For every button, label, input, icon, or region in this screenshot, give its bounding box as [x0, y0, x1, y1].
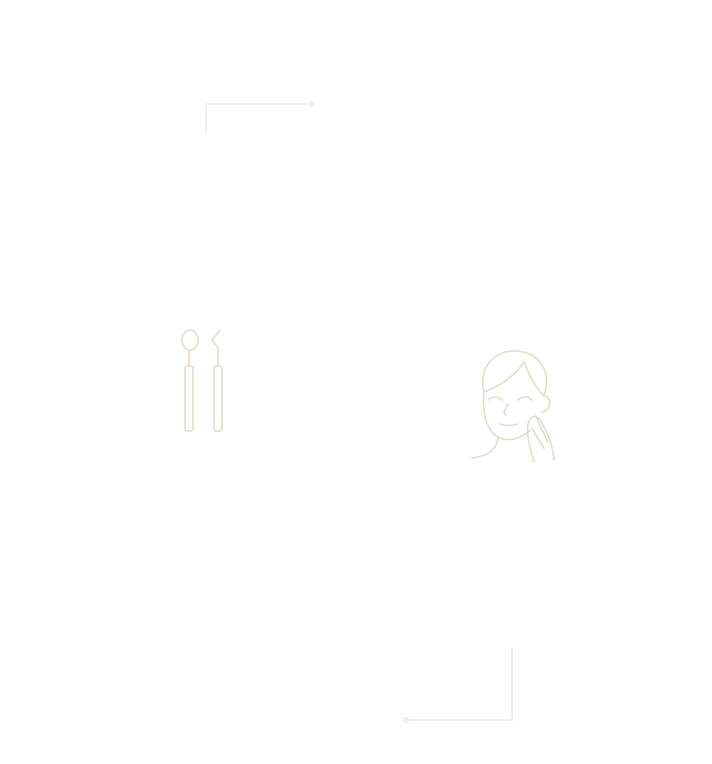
connector-top: [205, 100, 316, 132]
face-care-icon: [471, 350, 555, 463]
dental-tools-icon: [181, 329, 223, 432]
connector-bottom: [402, 648, 513, 724]
